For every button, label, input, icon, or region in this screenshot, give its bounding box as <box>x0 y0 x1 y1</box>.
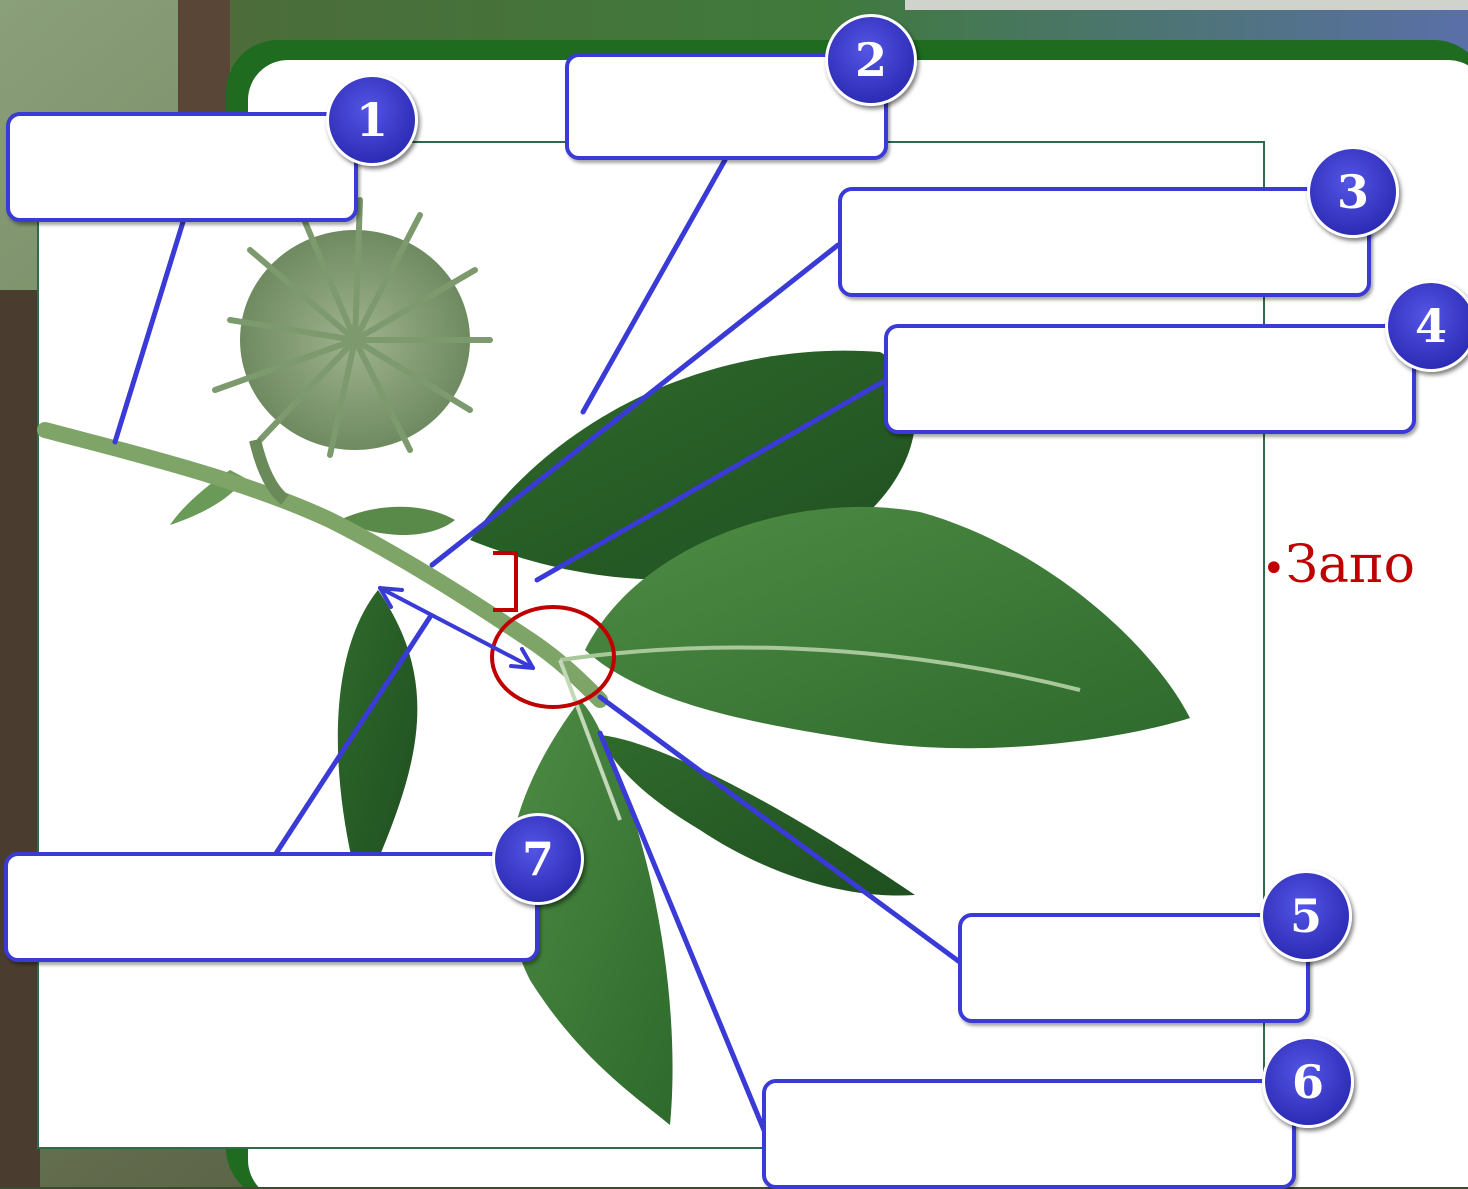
leaf-lower-left <box>337 590 418 875</box>
leader-line-3 <box>429 242 841 568</box>
number-badge-1: 1 <box>326 74 418 166</box>
instruction-text: •Запо <box>1262 535 1415 595</box>
instruction-label: Запо <box>1285 535 1415 595</box>
label-box-7[interactable] <box>4 852 539 962</box>
background-rail-left <box>0 290 40 1187</box>
node-marker <box>490 551 616 709</box>
leader-line-6 <box>597 730 769 1138</box>
bracket-marker <box>493 551 518 612</box>
leaf-midrib <box>559 645 1081 692</box>
leader-line-4 <box>534 377 889 583</box>
leader-line-7 <box>272 614 433 858</box>
number-badge-5: 5 <box>1260 870 1352 962</box>
willow-branch-illustration <box>37 197 1190 1125</box>
background-post <box>178 0 230 130</box>
leaf-small-bud <box>340 506 455 535</box>
label-box-5[interactable] <box>958 913 1310 1023</box>
leader-line-2 <box>580 157 728 415</box>
leader-lines <box>112 157 964 1138</box>
number-badge-6: 6 <box>1262 1036 1354 1128</box>
background-bar-top-right <box>905 0 1468 10</box>
bullet-marker: • <box>1262 546 1286 592</box>
leaf-bottom <box>507 700 673 1125</box>
number-badge-3: 3 <box>1307 146 1399 238</box>
label-box-6[interactable] <box>762 1079 1296 1189</box>
double-arrow-icon <box>378 586 535 670</box>
label-box-4[interactable] <box>884 324 1416 434</box>
circle-marker-icon <box>490 605 616 709</box>
number-badge-4: 4 <box>1385 280 1468 372</box>
number-badge-2: 2 <box>825 14 917 106</box>
leaf-petiole <box>558 659 622 821</box>
label-box-3[interactable] <box>838 187 1371 297</box>
catkin <box>212 197 493 505</box>
number-badge-7: 7 <box>492 813 584 905</box>
label-box-1[interactable] <box>6 112 358 222</box>
leader-line-5 <box>597 694 964 966</box>
leader-line-1 <box>112 219 186 445</box>
leaf-big-right <box>585 506 1190 749</box>
branch-stem <box>37 422 608 708</box>
